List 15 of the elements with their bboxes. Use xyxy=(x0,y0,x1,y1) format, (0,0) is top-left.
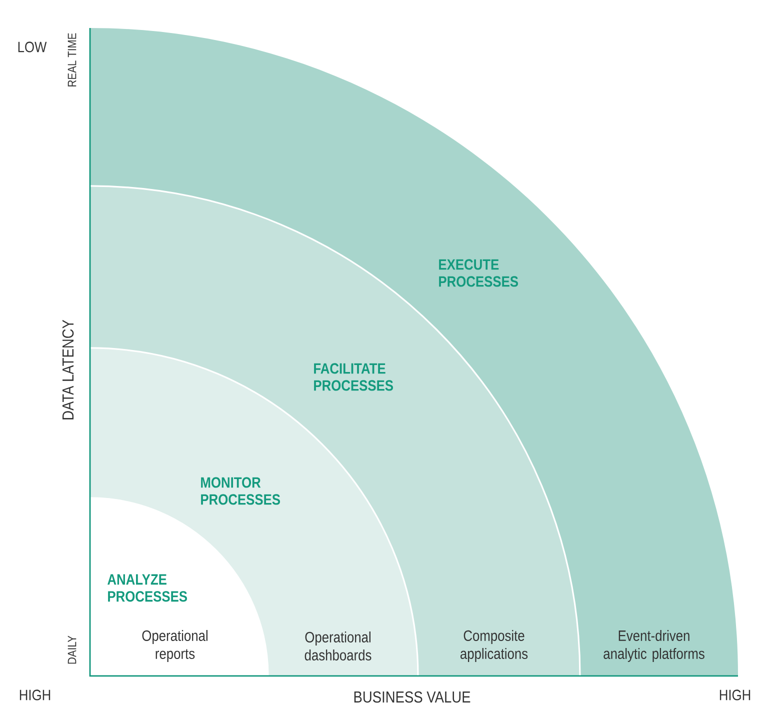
band-item: Operational dashboards xyxy=(304,631,372,660)
axis-label: DATA LATENCY xyxy=(62,320,74,420)
axis-label: DAILY xyxy=(68,636,76,664)
axis-label: HIGH xyxy=(720,690,750,700)
band-heading: MONITOR PROCESSES xyxy=(201,477,280,505)
band-heading: FACILITATE PROCESSES xyxy=(314,363,393,391)
band-item: Operational reports xyxy=(142,630,208,662)
band-item: Composite applications xyxy=(460,630,528,662)
band-heading: ANALYZE PROCESSES xyxy=(108,574,187,602)
band-heading: EXECUTE PROCESSES xyxy=(439,259,518,287)
axis-label: REAL TIME xyxy=(68,33,76,86)
band-item: Event-driven analytic platforms xyxy=(604,630,704,662)
axis-label: LOW xyxy=(18,42,47,52)
axis-label: BUSINESS VALUE xyxy=(354,691,470,703)
axis-label: HIGH xyxy=(20,690,50,700)
